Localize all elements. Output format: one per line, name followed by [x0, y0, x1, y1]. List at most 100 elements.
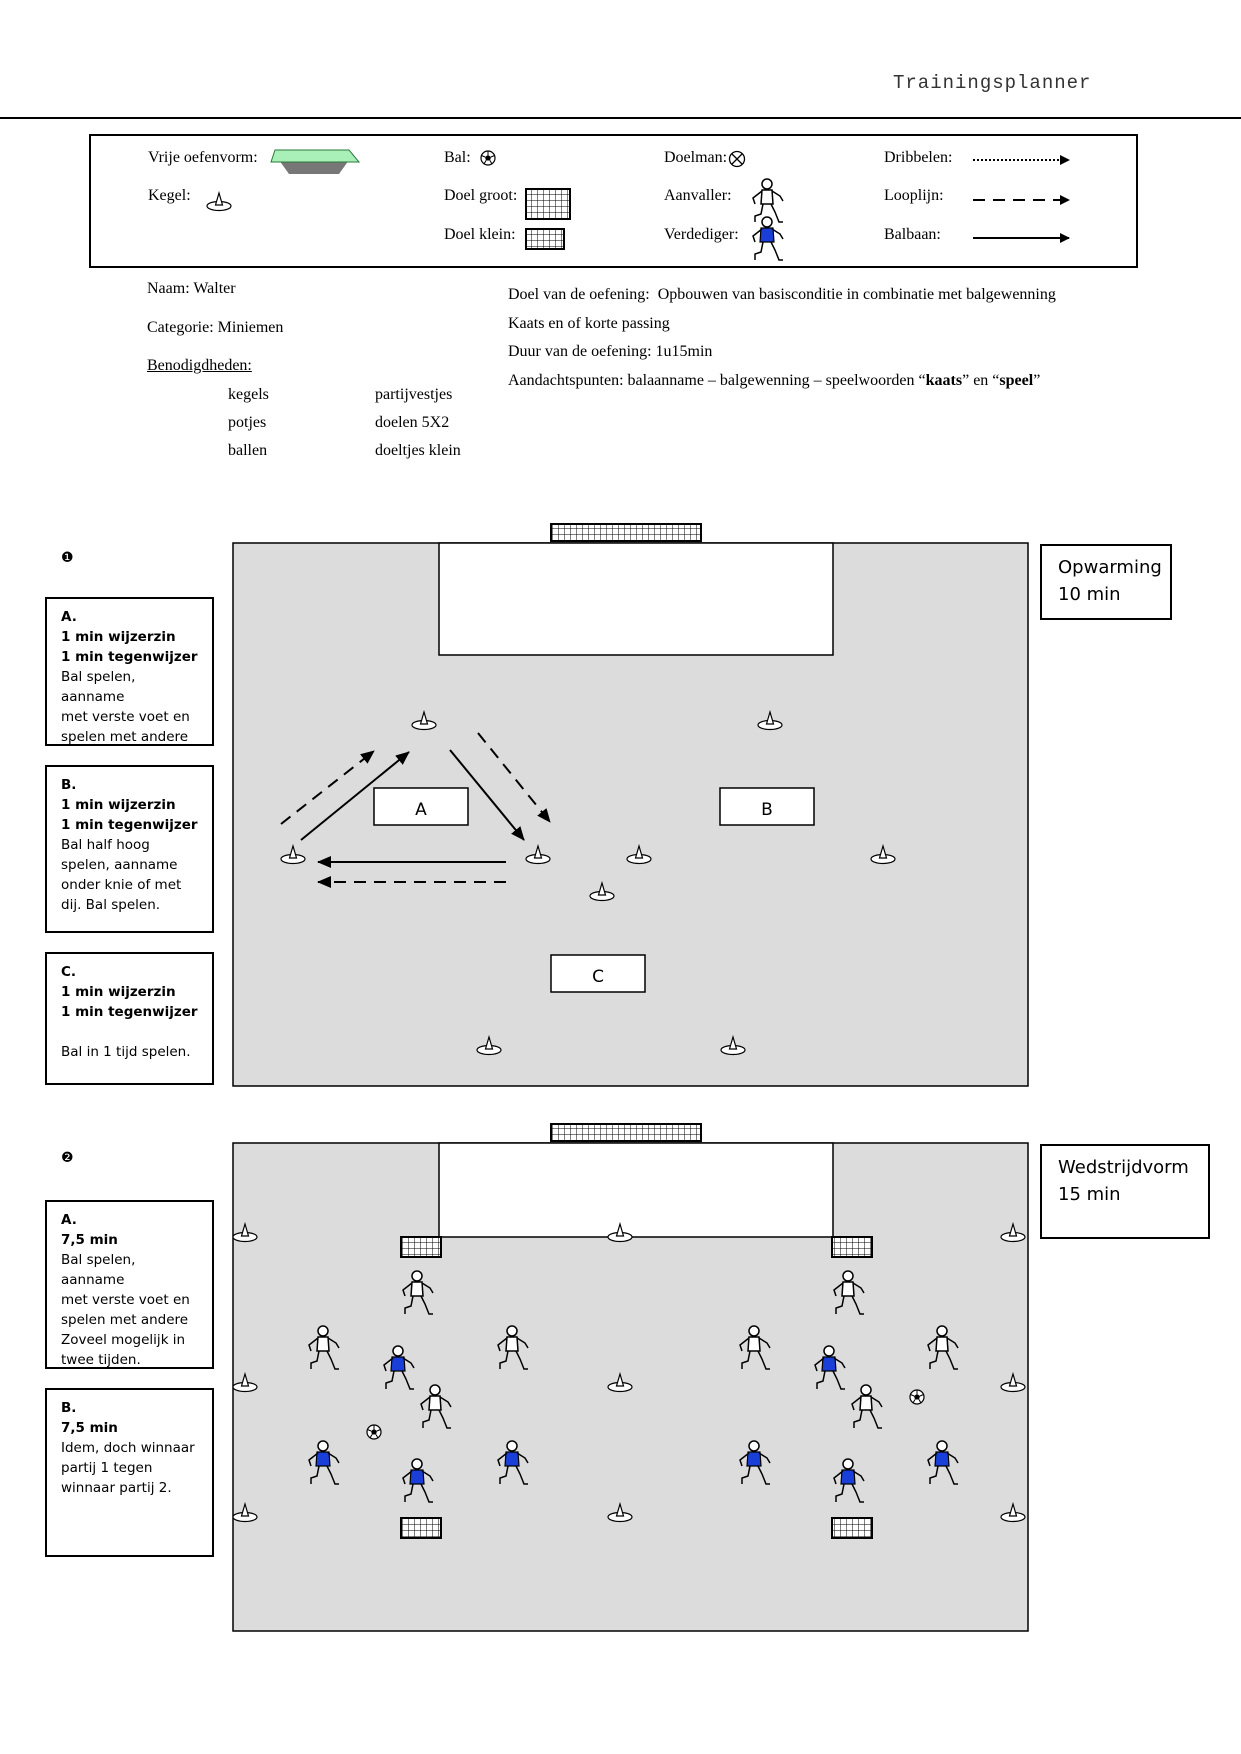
big-goal-icon: [550, 1123, 702, 1142]
penalty-area: [438, 1142, 834, 1238]
legend-dribbelen: Dribbelen:: [884, 149, 953, 166]
note-text: met verste voet en: [61, 1292, 190, 1308]
legend-bal: Bal:: [444, 149, 471, 166]
note-text: spelen met andere: [61, 1312, 189, 1328]
page-title: Trainingsplanner: [893, 72, 1092, 94]
exercise-1-number: ❶: [61, 550, 74, 566]
kaats-line: Kaats en of korte passing: [508, 315, 670, 332]
zone-c-box: [550, 954, 646, 993]
benodigdheden-heading: Benodigdheden:: [147, 357, 252, 374]
big-goal-icon: [550, 523, 702, 542]
exercise-2-number: ❷: [61, 1150, 74, 1166]
keyword-speel: speel: [999, 372, 1034, 389]
ball-icon: [366, 1424, 382, 1440]
legend-looplijn: Looplijn:: [884, 187, 944, 204]
exercise-1-duration: 10 min: [1058, 584, 1121, 605]
note-text: twee tijden.: [61, 1352, 141, 1368]
duur: Duur van de oefening: 1u15min: [508, 343, 713, 360]
note-line: 1 min tegenwijzer: [61, 1004, 198, 1020]
zone-b-box: [719, 787, 815, 826]
note-text: spelen met andere: [61, 729, 189, 745]
doel-oefening: Doel van de oefening: Opbouwen van basis…: [508, 286, 1056, 304]
material-item: ballen: [228, 442, 268, 459]
exercise-1-note-a: A. 1 min wijzerzin 1 min tegenwijzer Bal…: [45, 597, 214, 746]
legend-kegel: Kegel:: [148, 187, 191, 204]
note-label: B.: [61, 777, 77, 793]
aandacht-prefix: Aandachtspunten: balaanname – balgewenni…: [508, 372, 926, 389]
note-line: 1 min tegenwijzer: [61, 817, 198, 833]
ball-path-icon: [973, 233, 1070, 243]
small-goal-icon: [831, 1517, 873, 1539]
ball-path-arrow: [300, 751, 410, 841]
note-label: C.: [61, 964, 77, 980]
naam: Naam: Walter: [147, 280, 236, 297]
exercise-1-title: Opwarming: [1058, 557, 1162, 578]
note-text: Bal spelen, aanname: [61, 1252, 136, 1288]
goalkeeper-icon: [728, 150, 746, 168]
small-goal-icon: [525, 228, 565, 250]
material-item: potjes: [228, 414, 267, 431]
legend-doel-groot: Doel groot:: [444, 187, 518, 204]
note-text: Zoveel mogelijk in: [61, 1332, 186, 1348]
header-divider: [0, 117, 1241, 119]
legend-vrije-oefenvorm: Vrije oefenvorm:: [148, 149, 258, 166]
exercise-2-duration: 15 min: [1058, 1184, 1121, 1205]
zone-b-label: B: [761, 800, 773, 820]
note-text: partij 1 tegen: [61, 1460, 153, 1476]
aandacht-mid: ” en “: [962, 372, 1000, 389]
note-line: 1 min wijzerzin: [61, 984, 176, 1000]
legend-verdediger: Verdediger:: [664, 226, 739, 243]
material-item: kegels: [228, 386, 269, 403]
exercise-1-title-box: Opwarming 10 min: [1040, 544, 1172, 620]
exercise-1-note-c: C. 1 min wijzerzin 1 min tegenwijzer Bal…: [45, 952, 214, 1085]
small-goal-icon: [400, 1236, 442, 1258]
material-item: doeltjes klein: [375, 442, 461, 459]
ball-path-arrow: [449, 749, 525, 841]
big-goal-icon: [525, 188, 571, 220]
exercise-2-note-a: A. 7,5 min Bal spelen, aanname met verst…: [45, 1200, 214, 1369]
categorie: Categorie: Miniemen: [147, 319, 284, 336]
note-line: 1 min wijzerzin: [61, 629, 176, 645]
note-text: met verste voet en: [61, 709, 190, 725]
note-text: Bal in 1 tijd spelen.: [61, 1044, 191, 1060]
legend-aanvaller: Aanvaller:: [664, 187, 732, 204]
material-item: partijvestjes: [375, 386, 453, 403]
penalty-area: [438, 542, 834, 656]
exercise-1-note-b: B. 1 min wijzerzin 1 min tegenwijzer Bal…: [45, 765, 214, 933]
run-line-icon: [973, 195, 1070, 205]
aandacht-end: ”: [1033, 372, 1041, 389]
note-text: Idem, doch winnaar: [61, 1440, 195, 1456]
zone-a-label: A: [415, 800, 427, 820]
legend-balbaan: Balbaan:: [884, 226, 941, 243]
aandachtspunten: Aandachtspunten: balaanname – balgewenni…: [508, 372, 1040, 390]
note-label: A.: [61, 1212, 77, 1228]
note-label: B.: [61, 1400, 77, 1416]
note-text: onder knie of met: [61, 877, 182, 893]
note-text: spelen, aanname: [61, 857, 178, 873]
small-goal-icon: [400, 1517, 442, 1539]
dribble-line-icon: [973, 155, 1070, 165]
exercise-2-title: Wedstrijdvorm: [1058, 1157, 1189, 1178]
legend-doel-klein: Doel klein:: [444, 226, 516, 243]
doel-text: Opbouwen van basisconditie in combinatie…: [657, 286, 1056, 303]
zone-c-label: C: [592, 967, 604, 987]
exercise-2-note-b: B. 7,5 min Idem, doch winnaar partij 1 t…: [45, 1388, 214, 1557]
note-text: Bal half hoog: [61, 837, 150, 853]
note-line: 7,5 min: [61, 1232, 118, 1248]
note-text: winnaar partij 2.: [61, 1480, 172, 1496]
free-exercise-icon: [270, 149, 361, 174]
keyword-kaats: kaats: [925, 372, 963, 389]
doel-prefix: Doel van de oefening:: [508, 286, 650, 303]
material-item: doelen 5X2: [375, 414, 450, 431]
note-label: A.: [61, 609, 77, 625]
legend-box: Vrije oefenvorm: Kegel: Bal: Doel groot:…: [89, 134, 1138, 268]
note-text: dij. Bal spelen.: [61, 897, 161, 913]
ball-icon: [909, 1389, 925, 1405]
exercise-2-title-box: Wedstrijdvorm 15 min: [1040, 1144, 1210, 1239]
small-goal-icon: [831, 1236, 873, 1258]
note-line: 1 min wijzerzin: [61, 797, 176, 813]
note-text: Bal spelen, aanname: [61, 669, 136, 705]
legend-doelman: Doelman:: [664, 149, 728, 166]
